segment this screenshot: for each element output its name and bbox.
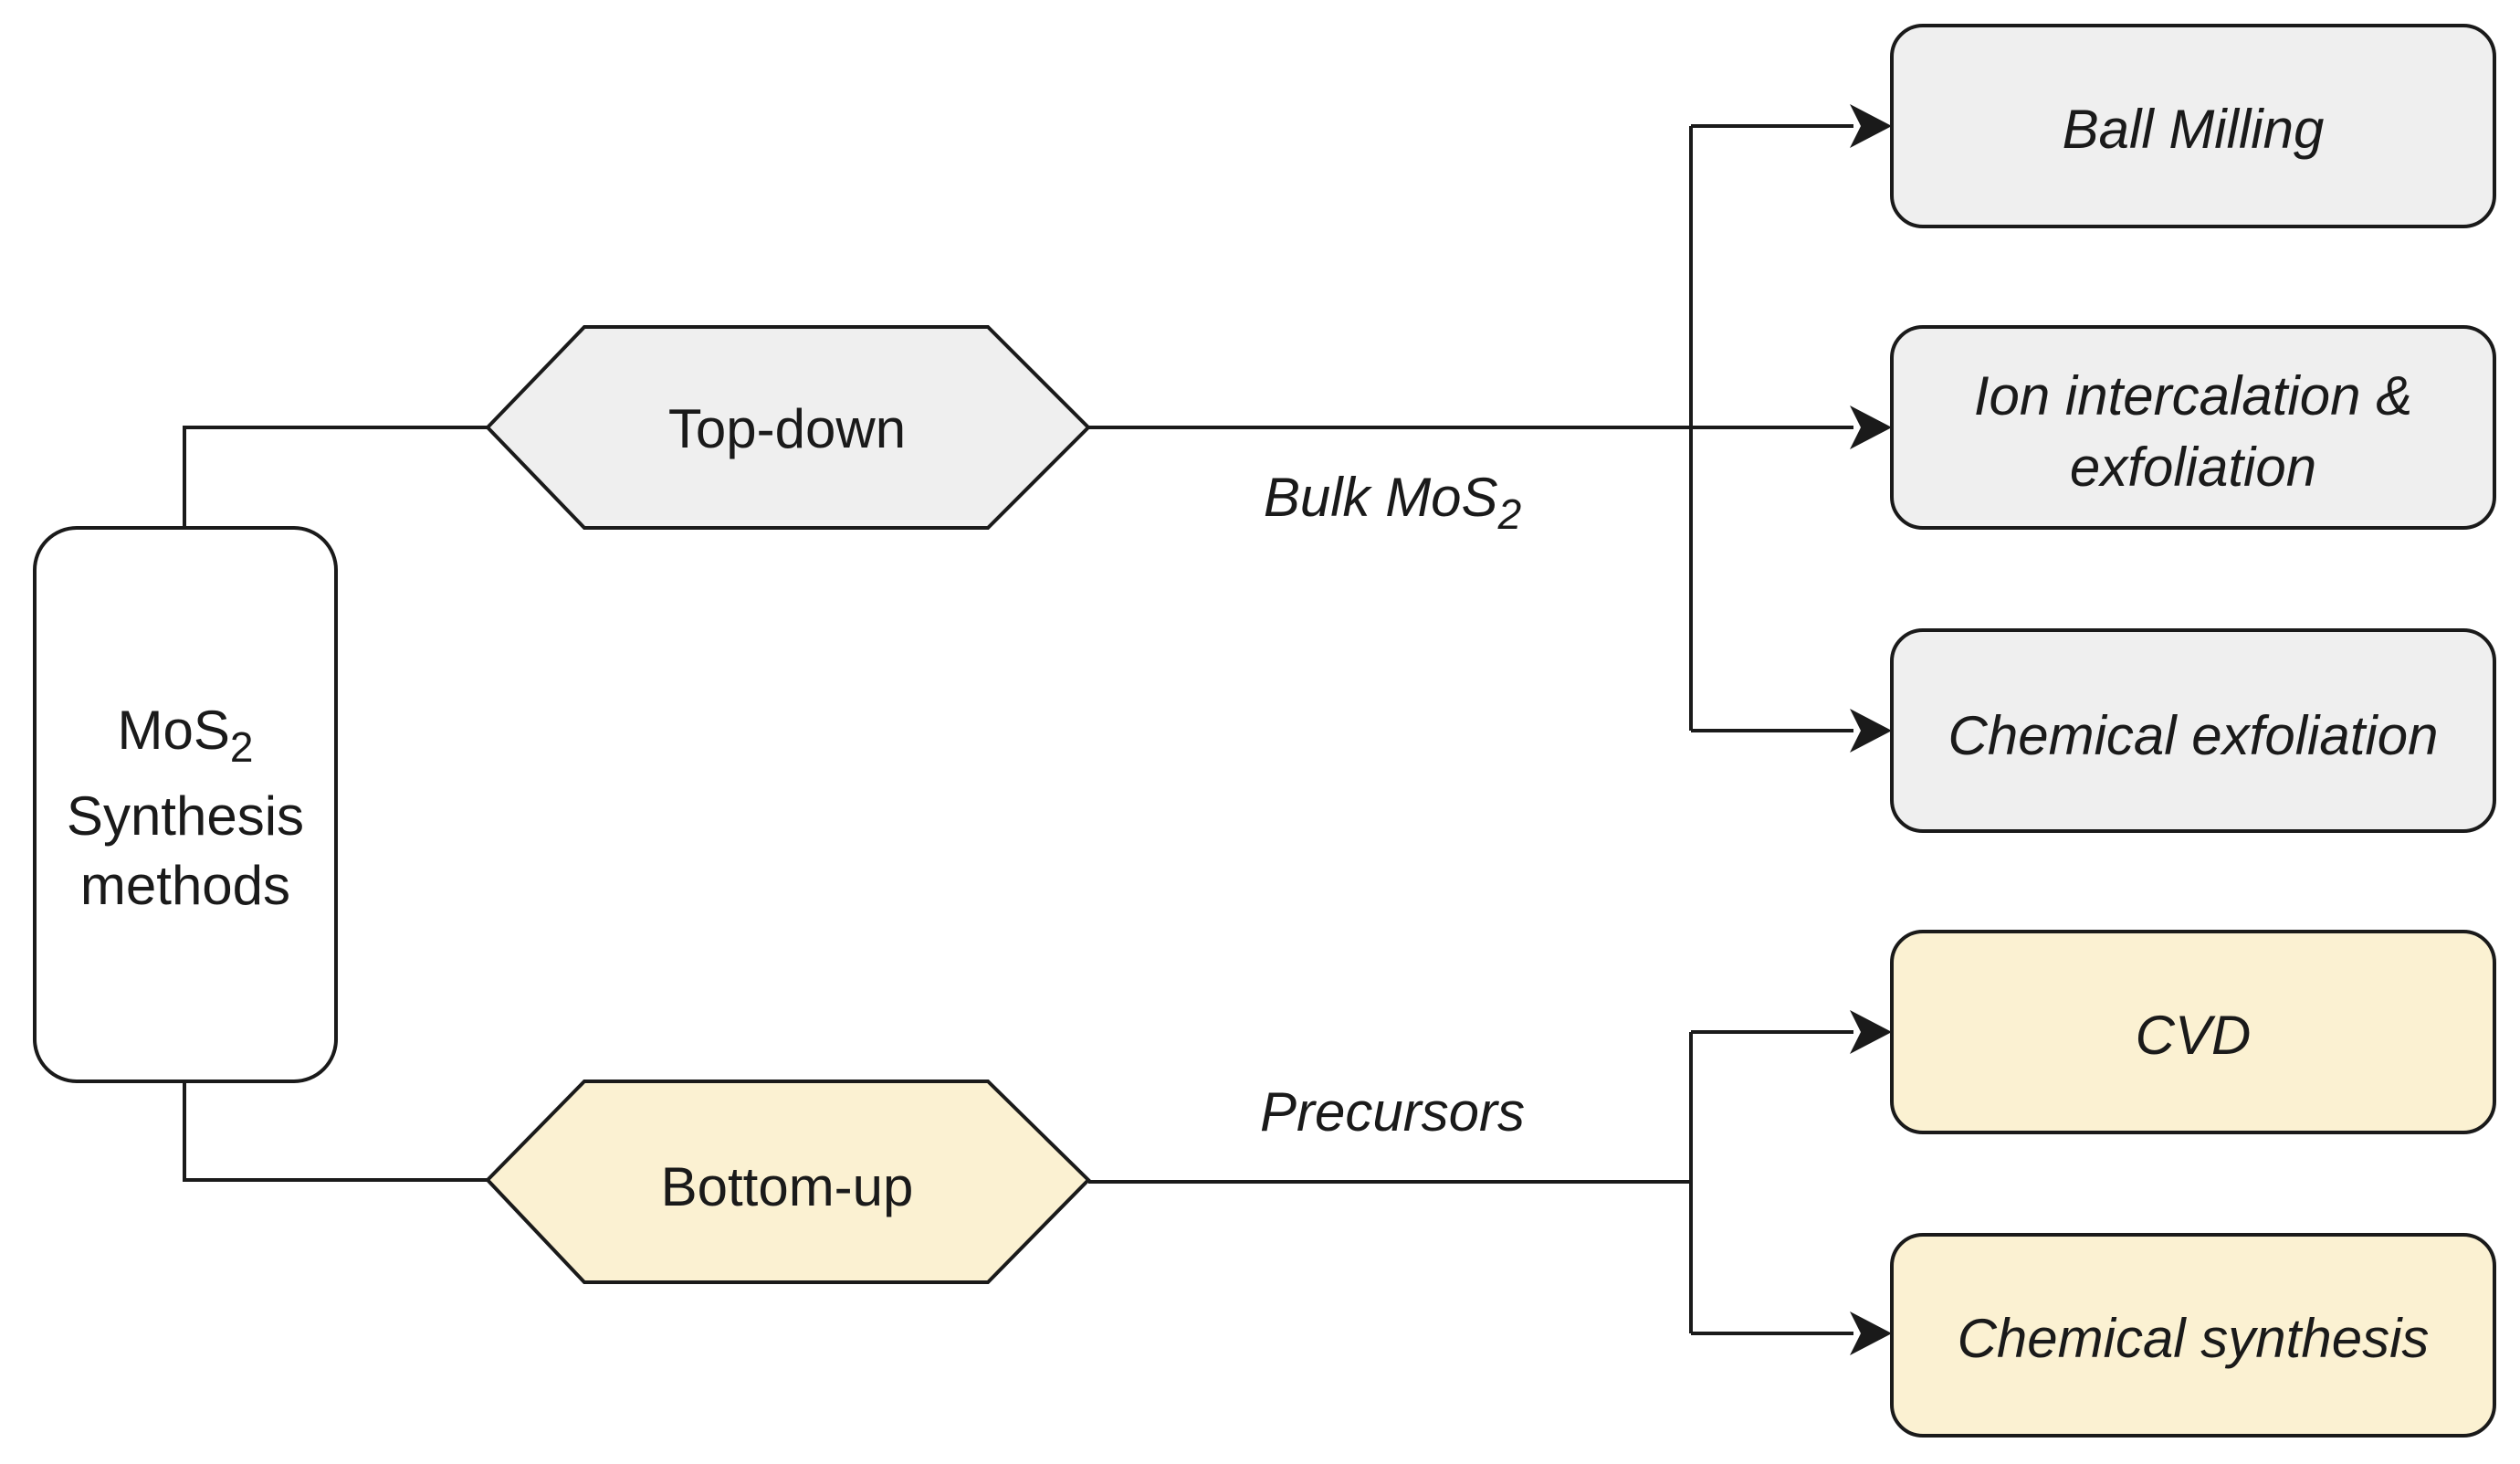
bottom-up-node: Bottom-up — [485, 1080, 1091, 1284]
root-node-subscript: 2 — [230, 723, 254, 771]
method-ion-intercalation: Ion intercalation & exfoliation — [1890, 325, 2496, 530]
method-ion-intercalation-line-2: exfoliation — [2070, 437, 2316, 498]
top-down-node: Top-down — [485, 325, 1091, 530]
root-node-line-1: Synthesis — [67, 785, 304, 847]
connector-root-to-top-down — [183, 426, 488, 528]
root-node-box — [33, 526, 338, 1083]
method-cvd-label: CVD — [2136, 1005, 2252, 1066]
method-chemical-exfoliation-label: Chemical exfoliation — [1948, 705, 2439, 766]
method-ion-intercalation-box — [1890, 325, 2496, 530]
method-chemical-synthesis-box — [1890, 1233, 2496, 1438]
top-down-hexagon — [485, 325, 1091, 530]
method-ball-milling: Ball Milling — [1890, 24, 2496, 228]
top-down-label: Top-down — [668, 398, 906, 459]
arrowhead-chemical-exfoliation — [1850, 709, 1892, 753]
arrowhead-cvd — [1850, 1010, 1892, 1054]
edge-label-precursors: Precursors — [1260, 1081, 1525, 1143]
arrowhead-chemical-synthesis — [1850, 1311, 1892, 1355]
method-chemical-exfoliation-box — [1890, 628, 2496, 833]
arrowheads — [1850, 104, 1892, 1355]
top-down-connectors — [1088, 124, 1853, 732]
method-ball-milling-label: Ball Milling — [2063, 99, 2325, 160]
arrowhead-ion-intercalation — [1850, 405, 1892, 449]
method-ion-intercalation-line-1: Ion intercalation & — [1974, 365, 2412, 427]
method-cvd-box — [1890, 930, 2496, 1134]
root-node: MoS2 Synthesis methods — [33, 526, 338, 1083]
edge-label-bulk-mos2: Bulk MoS2 — [1264, 467, 1521, 538]
root-connectors — [183, 426, 488, 1182]
connector-root-to-bottom-up — [183, 1081, 488, 1182]
method-chemical-exfoliation: Chemical exfoliation — [1890, 628, 2496, 833]
arrowhead-ball-milling — [1850, 104, 1892, 148]
root-node-title: MoS2 — [118, 700, 254, 771]
root-node-line-2: methods — [80, 855, 290, 916]
bottom-up-connectors — [1088, 1030, 1853, 1335]
method-ball-milling-box — [1890, 24, 2496, 228]
bottom-up-label: Bottom-up — [661, 1156, 914, 1217]
edge-label-bulk-mos2-subscript: 2 — [1497, 490, 1522, 538]
method-chemical-synthesis-label: Chemical synthesis — [1958, 1308, 2430, 1369]
method-chemical-synthesis: Chemical synthesis — [1890, 1233, 2496, 1438]
method-cvd: CVD — [1890, 930, 2496, 1134]
bottom-up-hexagon — [485, 1080, 1091, 1284]
